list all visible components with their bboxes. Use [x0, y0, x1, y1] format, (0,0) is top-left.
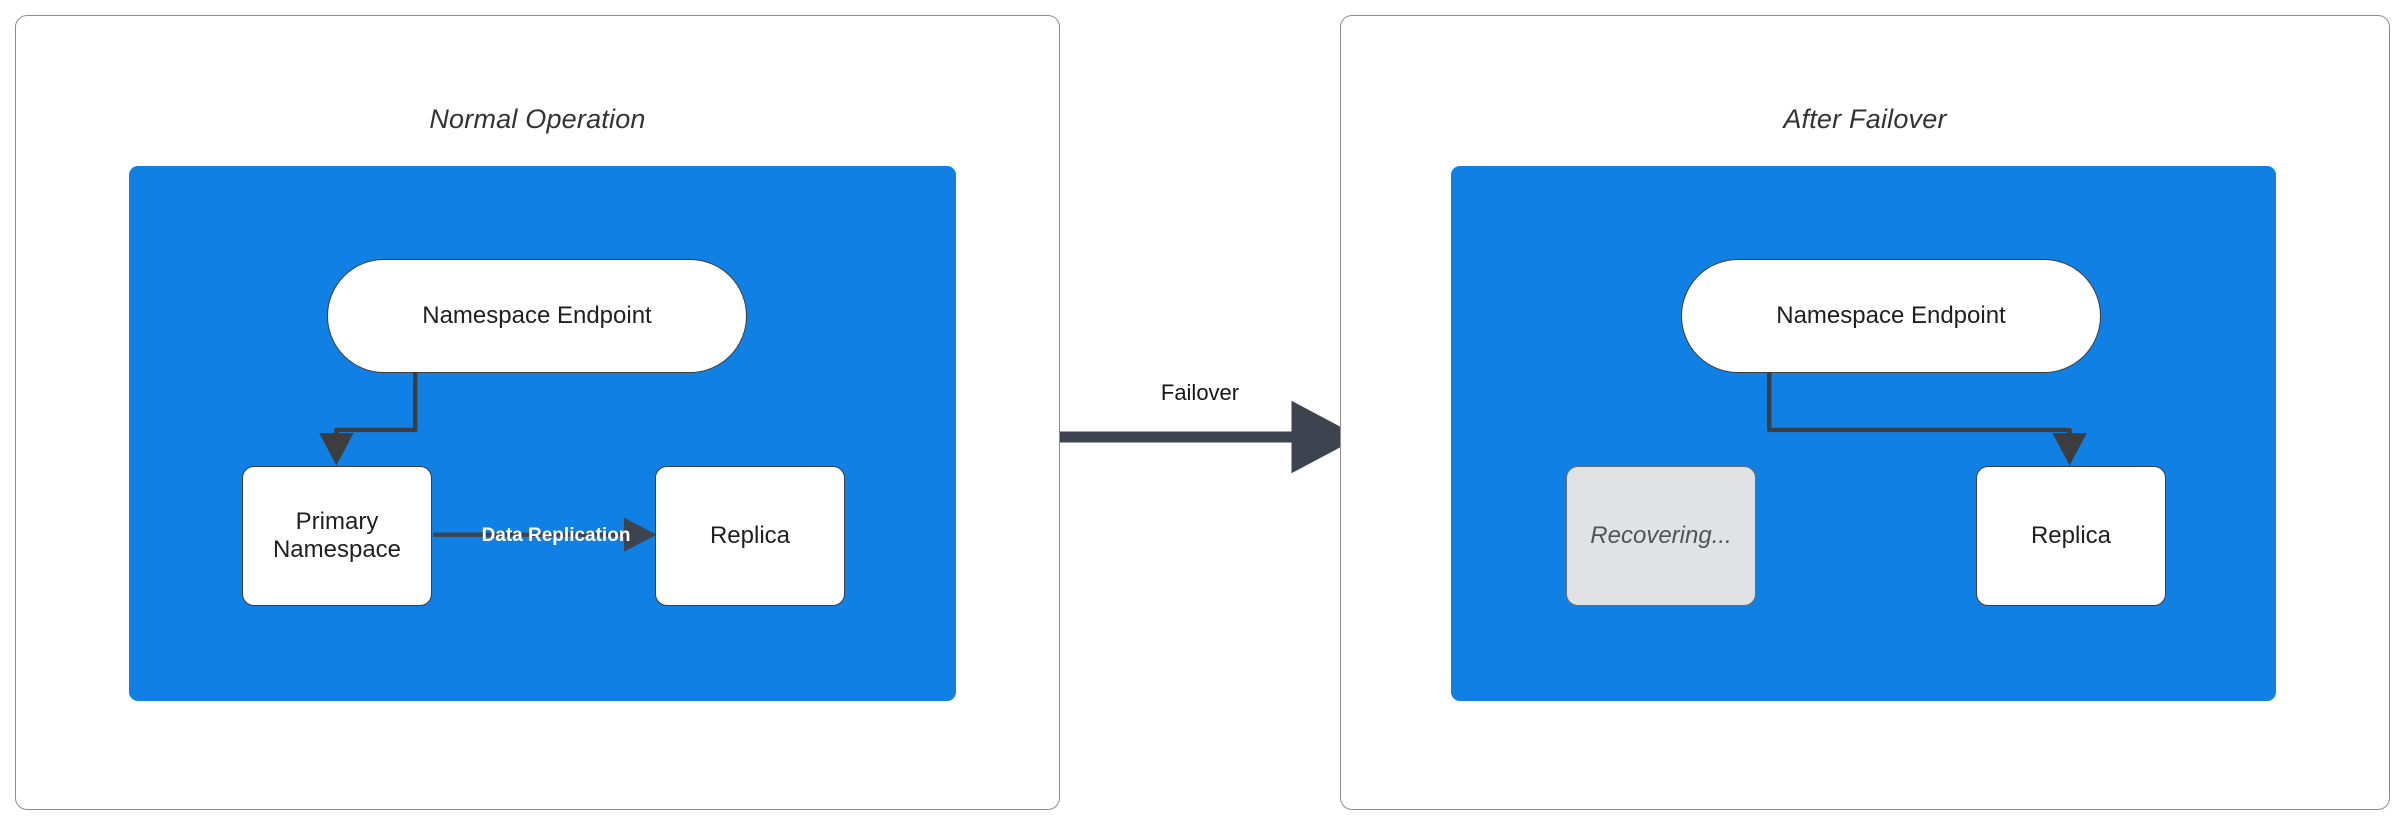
failover-arrow-icon [1060, 400, 1342, 474]
panel-after-failover: After Failover Namespace Endpoint Recove… [1340, 15, 2390, 810]
panel-normal-operation: Normal Operation Namespace Endpoint Prim… [15, 15, 1060, 810]
panel-title-after-failover: After Failover [1783, 104, 1947, 134]
namespace-container-left [129, 166, 956, 701]
node-primary-line2: Namespace [272, 536, 402, 563]
node-namespace-endpoint-right[interactable]: Namespace Endpoint [1681, 259, 2101, 373]
node-replica-right[interactable]: Replica [1976, 466, 2166, 606]
failover-transition: Failover [1058, 380, 1342, 500]
node-replica-left[interactable]: Replica [655, 466, 845, 606]
panel-title-normal-operation: Normal Operation [429, 104, 646, 134]
node-recovering[interactable]: Recovering... [1566, 466, 1756, 606]
failover-label: Failover [1160, 380, 1240, 405]
edge-label-data-replication: Data Replication [481, 525, 631, 546]
node-primary-namespace[interactable]: Primary Namespace [242, 466, 432, 606]
node-primary-line1: Primary [295, 507, 379, 535]
namespace-container-right [1451, 166, 2276, 701]
node-namespace-endpoint-left[interactable]: Namespace Endpoint [327, 259, 747, 373]
